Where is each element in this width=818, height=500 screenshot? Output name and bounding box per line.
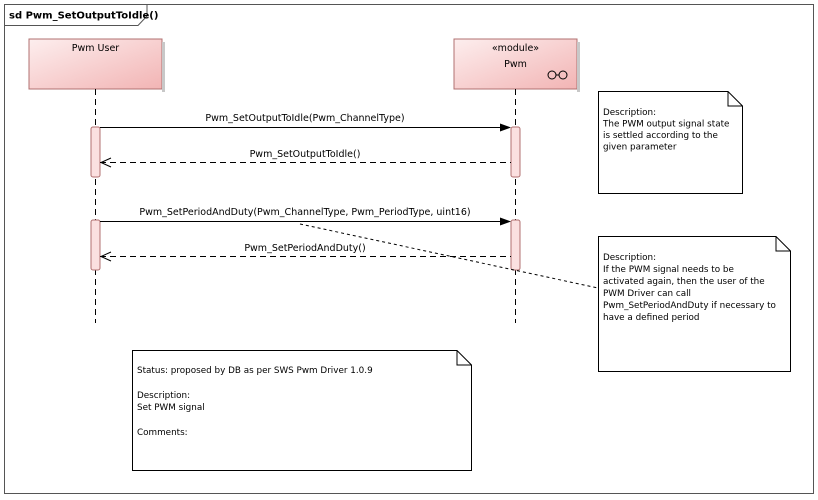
message-label: Pwm_SetOutputToIdle(): [250, 149, 361, 160]
lifeline-shadow: [577, 42, 580, 92]
note-line: is settled according to the: [603, 131, 718, 141]
activation-bar-user: [90, 126, 101, 178]
note-line: The PWM output signal state: [602, 120, 729, 130]
message-call[interactable]: Pwm_SetPeriodAndDuty(Pwm_ChannelType, Pw…: [100, 207, 511, 226]
note-reactivate[interactable]: Description: If the PWM signal needs to …: [598, 236, 791, 372]
arrowhead-filled: [500, 217, 511, 226]
arrowhead-open: [99, 251, 112, 262]
note-line: Set PWM signal: [137, 403, 205, 413]
activation-bar-pwm: [510, 126, 521, 178]
note-line: Comments:: [137, 428, 188, 438]
lifeline-pwm-user[interactable]: Pwm User: [28, 38, 165, 323]
note-line: If the PWM signal needs to be: [603, 265, 734, 275]
note-output-state[interactable]: Description: The PWM output signal state…: [598, 91, 743, 194]
arrowhead-filled: [500, 123, 511, 132]
component-icon: [547, 70, 568, 80]
note-status[interactable]: Status: proposed by DB as per SWS Pwm Dr…: [132, 350, 472, 471]
lifeline-label-pwm: Pwm: [504, 59, 527, 70]
note-line: Description:: [137, 391, 190, 401]
message-label: Pwm_SetPeriodAndDuty(): [244, 243, 365, 254]
frame-title: sd Pwm_SetOutputToIdle(): [9, 11, 158, 22]
lifeline-stereotype-pwm: «module»: [492, 43, 539, 54]
activation-bar-pwm: [510, 219, 521, 271]
lifeline-shadow: [162, 42, 165, 92]
note-line: Description:: [603, 253, 656, 263]
note-line: have a defined period: [603, 313, 700, 323]
note-connector: [299, 223, 599, 289]
frame-title-tab: [4, 4, 148, 26]
message-return[interactable]: Pwm_SetPeriodAndDuty(): [99, 243, 511, 262]
message-call[interactable]: Pwm_SetOutputToIdle(Pwm_ChannelType): [100, 113, 511, 132]
lifeline-label-pwm-user: Pwm User: [72, 43, 120, 54]
note-line: Description:: [603, 108, 656, 118]
note-line: Pwm_SetPeriodAndDuty if necessary to: [603, 301, 776, 311]
lifeline-head-pwm[interactable]: [453, 38, 578, 90]
activation-bar-user: [90, 219, 101, 271]
note-line: PWM Driver can call: [603, 289, 691, 299]
note-line: Status: proposed by DB as per SWS Pwm Dr…: [137, 366, 373, 376]
lifeline-pwm[interactable]: «module» Pwm: [453, 38, 580, 323]
message-label: Pwm_SetPeriodAndDuty(Pwm_ChannelType, Pw…: [139, 207, 470, 218]
arrowhead-open: [99, 157, 112, 168]
note-line: given parameter: [603, 143, 677, 153]
note-line: activated again, then the user of the: [603, 277, 765, 287]
message-return[interactable]: Pwm_SetOutputToIdle(): [99, 149, 511, 168]
message-label: Pwm_SetOutputToIdle(Pwm_ChannelType): [205, 113, 404, 124]
